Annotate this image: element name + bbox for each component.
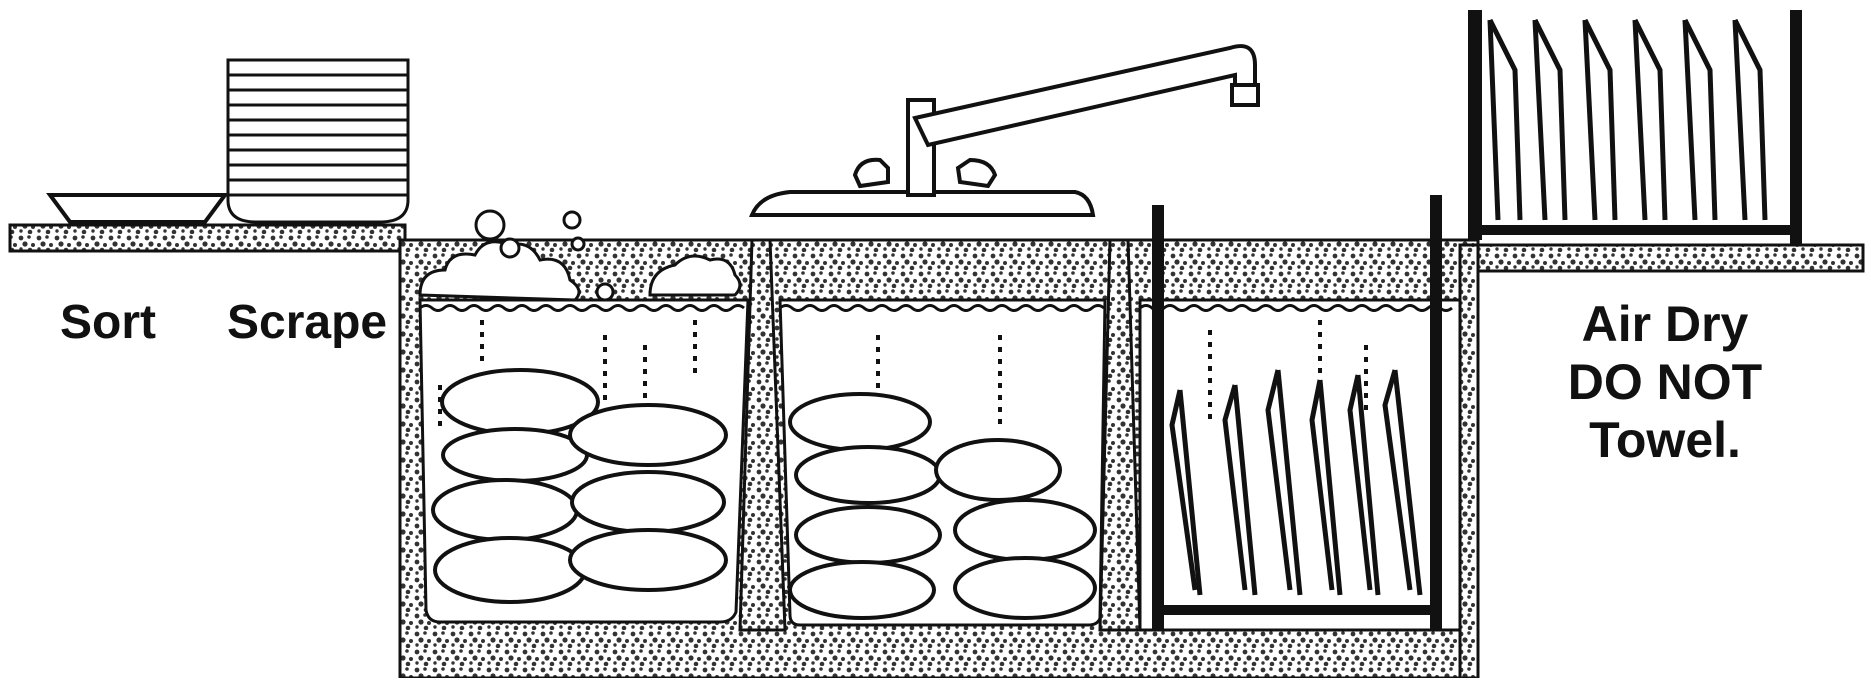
air-dry-line: Air Dry [1510,295,1820,353]
plate-stack-icon [228,60,408,222]
drying-rack-icon [1468,10,1802,245]
sort-label: Sort [60,295,156,350]
left-counter [10,225,405,251]
scrape-label: Scrape [227,295,387,350]
towel-line: Towel. [1510,411,1820,469]
right-wall [1460,245,1478,678]
faucet-icon [752,46,1258,215]
bowl-icon [50,195,225,222]
do-not-line: DO NOT [1510,353,1820,411]
right-counter [1468,245,1863,271]
air-dry-label: Air Dry DO NOT Towel. [1510,295,1820,469]
